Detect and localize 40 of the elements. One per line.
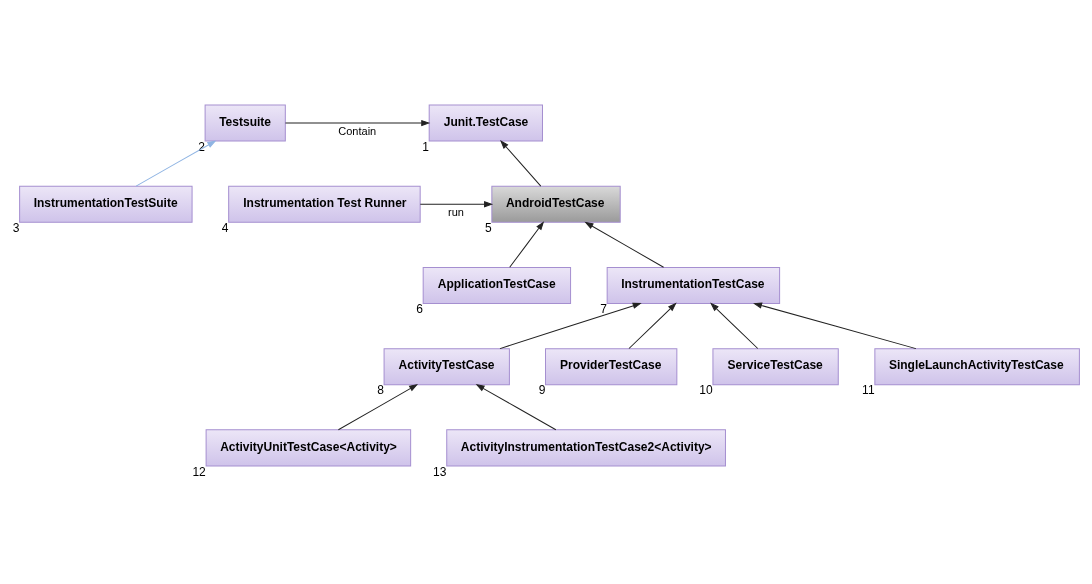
node-box: ActivityInstrumentationTestCase2<Activity> bbox=[446, 429, 726, 467]
node-label: 11 bbox=[862, 383, 875, 398]
arrow bbox=[710, 303, 759, 349]
arrow bbox=[499, 302, 641, 350]
node-label: 12 bbox=[192, 464, 206, 479]
node-box: ActivityTestCase bbox=[383, 348, 510, 386]
node-label: 9 bbox=[538, 383, 546, 398]
node-box: InstrumentationTestSuite bbox=[19, 185, 193, 223]
arrow bbox=[285, 120, 430, 126]
arrow bbox=[135, 140, 216, 187]
node-label: 5 bbox=[485, 220, 492, 235]
node-box: ServiceTestCase bbox=[712, 348, 839, 386]
node-box: ApplicationTestCase bbox=[422, 266, 572, 305]
node-label: 10 bbox=[699, 383, 713, 398]
node-label: 2 bbox=[198, 139, 205, 154]
arrow bbox=[500, 140, 542, 187]
node-box: Testsuite bbox=[204, 104, 286, 142]
arrow bbox=[419, 201, 493, 208]
node-box: ActivityUnitTestCase<Activity> bbox=[205, 429, 412, 467]
node-label: 13 bbox=[433, 464, 447, 479]
arrow bbox=[337, 384, 418, 431]
edge-label: run bbox=[448, 206, 464, 219]
node-box: Junit.TestCase bbox=[428, 104, 543, 142]
node-label: 7 bbox=[600, 302, 607, 317]
node-label: 1 bbox=[422, 139, 430, 154]
arrow bbox=[754, 302, 917, 350]
node-label: 6 bbox=[416, 302, 424, 317]
arrow bbox=[476, 384, 557, 431]
arrow bbox=[628, 303, 677, 349]
node-box: SingleLaunchActivityTestCase bbox=[874, 348, 1080, 386]
node-box: ProviderTestCase bbox=[545, 348, 678, 386]
arrow bbox=[585, 221, 665, 268]
node-box: Instrumentation Test Runner bbox=[228, 185, 421, 223]
node-box: InstrumentationTestCase bbox=[606, 266, 781, 305]
node-box: AndroidTestCase bbox=[491, 185, 621, 223]
arrow bbox=[509, 221, 544, 268]
node-label: 8 bbox=[377, 383, 384, 398]
node-label: 3 bbox=[12, 220, 20, 235]
edge-label: Contain bbox=[338, 124, 377, 137]
node-label: 4 bbox=[221, 220, 229, 235]
